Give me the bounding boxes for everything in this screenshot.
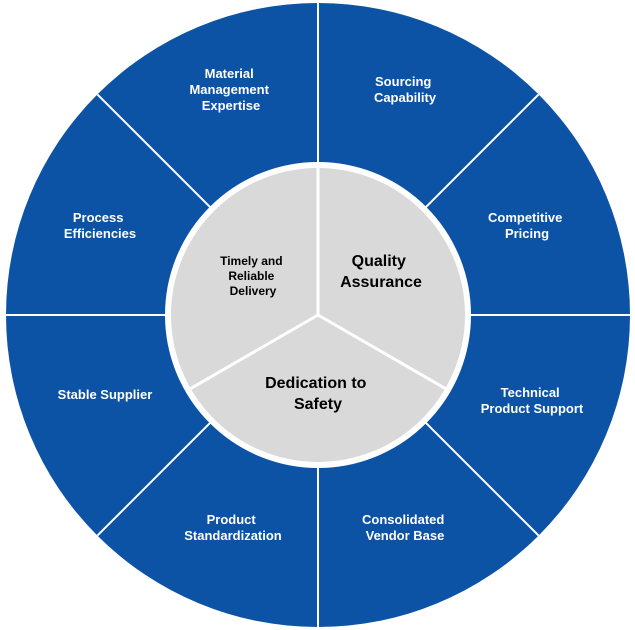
inner-dividers [187, 165, 449, 392]
inner-divider-line [317, 313, 449, 392]
outer-divider-line [96, 93, 215, 212]
outer-segment-label-process-efficiencies: Process Efficiencies [64, 210, 136, 241]
outer-divider-line [421, 418, 540, 537]
outer-divider-line [96, 418, 215, 537]
inner-segment-label-dedication-safety: Dedication to Safety [265, 375, 371, 413]
outer-segment-label-technical-support: Technical Product Support [481, 385, 584, 416]
outer-segment-label-product-standardization: Product Standardization [184, 512, 282, 543]
outer-segment-label-competitive-pricing: Competitive Pricing [488, 210, 566, 241]
outer-segment-label-sourcing-capability: Sourcing Capability [374, 74, 437, 105]
outer-segment-label-material-management: Material Management Expertise [189, 66, 272, 113]
outer-divider-line [421, 93, 540, 212]
outer-dividers [6, 3, 630, 627]
inner-divider-line [187, 313, 319, 392]
inner-segment-label-quality-assurance: Quality Assurance [340, 253, 422, 291]
outer-segment-label-stable-supplier: Stable Supplier [58, 387, 153, 402]
inner-segment-label-timely-delivery: Timely and Reliable Delivery [220, 254, 286, 298]
outer-segment-label-consolidated-vendor: Consolidated Vendor Base [362, 512, 448, 543]
